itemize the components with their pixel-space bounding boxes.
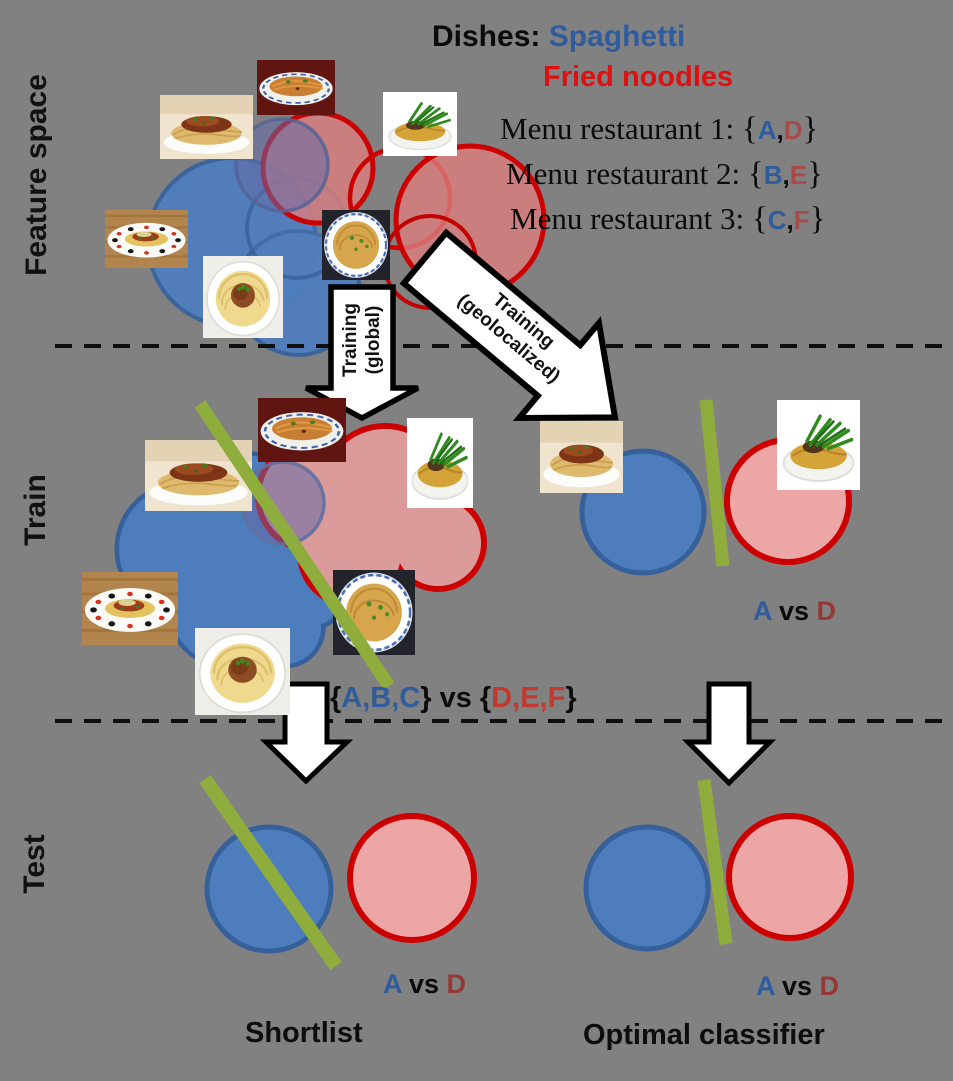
menu-2-close-brace: } bbox=[807, 156, 823, 192]
menu-restaurant-2: Menu restaurant 2: {B,E} bbox=[506, 156, 823, 193]
train-global-vs-label: {A,B,C} vs {D,E,F} bbox=[330, 682, 577, 715]
shortlist-a-letter: A bbox=[383, 969, 402, 999]
section-label-train: Train bbox=[19, 474, 52, 546]
menu-restaurant-1: Menu restaurant 1: {A,D} bbox=[500, 111, 818, 148]
menu-restaurant-3: Menu restaurant 3: {C,F} bbox=[510, 201, 826, 238]
classifier-line-train-geo bbox=[699, 399, 730, 567]
menu-1-close-brace: } bbox=[802, 111, 819, 147]
section-label-feature-space: Feature space bbox=[20, 74, 53, 276]
menu-3-dish-f: F bbox=[793, 205, 810, 235]
menu-2-dish-b: B bbox=[763, 160, 783, 190]
menu-3-dish-c: C bbox=[767, 205, 787, 235]
optimal-classifier-caption: Optimal classifier bbox=[583, 1019, 825, 1051]
classifier-line-test-optimal bbox=[697, 779, 733, 945]
dish-spaghetti-label: Spaghetti bbox=[548, 20, 686, 53]
menu-2-prefix: Menu restaurant 2: bbox=[506, 156, 748, 191]
menu-3-comma: , bbox=[786, 205, 794, 235]
training-geolocalized-arrow-label: Training (geolocalized) bbox=[453, 272, 580, 389]
optimal-vs-word: vs bbox=[774, 971, 820, 1001]
menu-2-open-brace: { bbox=[747, 156, 764, 192]
menu-3-prefix: Menu restaurant 3: bbox=[510, 201, 752, 236]
dish-fried-noodles-label: Fried noodles bbox=[543, 61, 734, 93]
training-global-arrow-label: Training (global) bbox=[339, 303, 385, 377]
food-photo-spaghetti-bolognese bbox=[145, 440, 252, 511]
geo-d-letter: D bbox=[816, 596, 837, 626]
vs-open-brace-2: { bbox=[479, 682, 492, 714]
menu-3-close-brace: } bbox=[809, 201, 826, 237]
geo-a-letter: A bbox=[753, 596, 772, 626]
shortlist-d-letter: D bbox=[446, 969, 467, 999]
classifier-line-test-shortlist bbox=[199, 774, 342, 971]
menu-2-comma: , bbox=[782, 160, 790, 190]
dishes-legend-line1: Dishes: Spaghetti bbox=[432, 20, 685, 54]
menu-1-dish-a: A bbox=[757, 115, 777, 145]
vs-def-letters: D,E,F bbox=[491, 682, 566, 714]
optimal-down-arrow bbox=[681, 681, 777, 787]
separator-train-test bbox=[55, 719, 953, 723]
featurespace-pink-circle-filled-1 bbox=[260, 110, 376, 226]
training-global-line2: (global) bbox=[363, 305, 384, 375]
food-photo-spaghetti-bolognese bbox=[540, 421, 623, 493]
optimal-a-letter: A bbox=[756, 971, 775, 1001]
shortlist-caption: Shortlist bbox=[245, 1017, 363, 1049]
food-photo-spaghetti-olives bbox=[82, 572, 178, 645]
test-shortlist-avsd-label: A vs D bbox=[383, 969, 466, 1000]
food-photo-noodles-with-greens bbox=[407, 418, 473, 508]
test-shortlist-blue-circle bbox=[204, 824, 334, 954]
food-photo-spaghetti-olives bbox=[105, 210, 188, 268]
menu-3-open-brace: { bbox=[751, 201, 768, 237]
menu-1-dish-d: D bbox=[783, 115, 803, 145]
test-shortlist-pink-circle bbox=[347, 813, 477, 943]
vs-close-brace-1: } bbox=[420, 682, 432, 714]
test-optimal-avsd-label: A vs D bbox=[756, 971, 839, 1002]
train-purple-overlap-circle bbox=[240, 460, 326, 546]
food-photo-spaghetti-bolognese bbox=[160, 95, 253, 159]
food-photo-noodles-with-greens bbox=[777, 400, 860, 490]
shortlist-vs-word: vs bbox=[401, 969, 447, 999]
menu-2-dish-e: E bbox=[789, 160, 808, 190]
menu-1-prefix: Menu restaurant 1: bbox=[500, 111, 742, 146]
food-photo-noodles-bowl bbox=[322, 210, 390, 280]
test-optimal-blue-circle bbox=[583, 824, 711, 952]
test-optimal-pink-circle bbox=[726, 813, 854, 941]
food-photo-fried-noodles-decorated bbox=[257, 60, 335, 115]
optimal-d-letter: D bbox=[819, 971, 840, 1001]
vs-word: vs bbox=[431, 682, 480, 714]
food-photo-noodles-with-greens bbox=[383, 92, 457, 156]
geo-vs-word: vs bbox=[771, 596, 817, 626]
food-photo-fried-noodles-decorated bbox=[258, 398, 346, 462]
vs-abc-letters: A,B,C bbox=[341, 682, 421, 714]
food-photo-plain-spaghetti bbox=[195, 628, 290, 715]
vs-open-brace-1: { bbox=[330, 682, 342, 714]
section-label-test: Test bbox=[18, 834, 51, 894]
train-geo-avsd-label: A vs D bbox=[753, 596, 836, 627]
menu-1-open-brace: { bbox=[741, 111, 758, 147]
food-photo-plain-spaghetti bbox=[203, 256, 283, 338]
vs-close-brace-2: } bbox=[565, 682, 577, 714]
dishes-label: Dishes: bbox=[432, 20, 541, 53]
menu-1-comma: , bbox=[776, 115, 784, 145]
training-global-line1: Training bbox=[340, 303, 361, 377]
food-photo-noodles-bowl bbox=[333, 570, 415, 655]
